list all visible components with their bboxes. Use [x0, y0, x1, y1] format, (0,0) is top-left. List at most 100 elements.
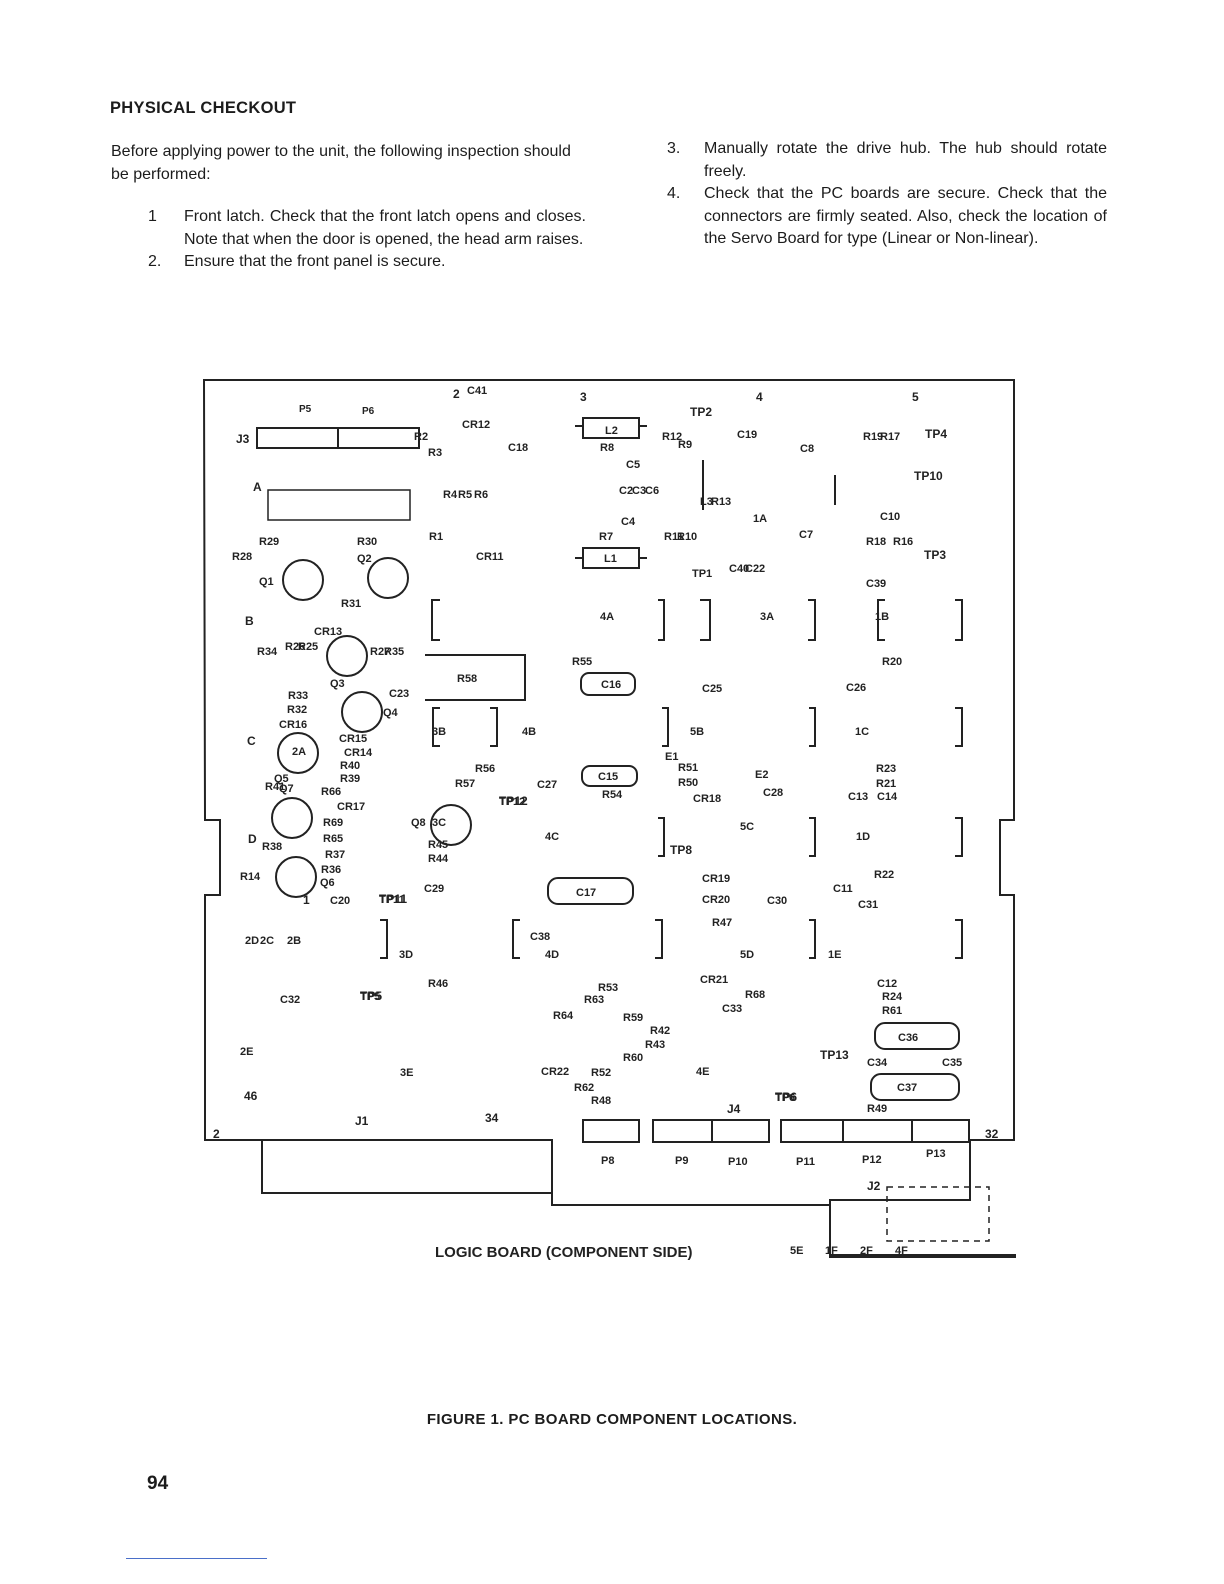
component-label: Q8: [411, 817, 426, 829]
component-label: R6: [474, 489, 488, 501]
component-label: C17: [576, 887, 596, 899]
l2-box: [582, 417, 640, 439]
component-label: C20: [330, 895, 350, 907]
component-label: 4A: [600, 611, 614, 623]
step-number: 1: [148, 208, 157, 225]
component-label: 1D: [856, 831, 870, 843]
component-label: R16: [893, 536, 913, 548]
component-label: R17: [880, 431, 900, 443]
component-label: C38: [530, 931, 550, 943]
component-label: R2: [414, 431, 428, 443]
component-label: R25: [298, 641, 318, 653]
component-label: C15: [598, 771, 618, 783]
test-point-label: TP8: [670, 843, 692, 857]
component-label: R36: [321, 864, 341, 876]
component-label: C18: [508, 442, 528, 454]
component-label: R37: [325, 849, 345, 861]
connector-label: J2: [867, 1179, 881, 1193]
row-marker: B: [245, 614, 254, 628]
component-label: R54: [602, 789, 623, 801]
row-marker: C: [247, 734, 256, 748]
component-label: R44: [428, 853, 449, 865]
component-label: C33: [722, 1003, 742, 1015]
component-label: R14: [240, 871, 261, 883]
c36-box: [874, 1022, 960, 1050]
component-label: R53: [598, 982, 618, 994]
r58-block: [425, 654, 526, 701]
component-label: R38: [262, 841, 282, 853]
p11-p13-connector: [780, 1119, 970, 1143]
component-label: R62: [574, 1082, 594, 1094]
test-point-label: TP3: [924, 548, 946, 562]
component-label: CR20: [702, 894, 730, 906]
component-label: CR14: [344, 747, 373, 759]
logic-board-diagram: 2 3 4 5 A B C D 1 J1 J2 J3 J4 P5 P6 P8 P…: [202, 379, 1016, 1261]
component-label: CR21: [700, 974, 728, 986]
component-label: CR11: [476, 551, 504, 563]
component-label: 1C: [855, 726, 869, 738]
step-3: 3. Manually rotate the drive hub. The hu…: [667, 138, 1107, 183]
component-label: R8: [600, 442, 614, 454]
component-label: R50: [678, 777, 698, 789]
board-step-lower: [261, 1140, 552, 1194]
left-column: Before applying power to the unit, the f…: [111, 141, 586, 274]
component-label: R19: [863, 431, 883, 443]
component-label: C8: [800, 443, 814, 455]
test-point-label: TP11: [379, 892, 407, 906]
component-label: R40: [340, 760, 360, 772]
component-label: R34: [257, 646, 278, 658]
component-label: R11: [664, 531, 684, 543]
component-label: C3: [632, 485, 646, 497]
component-label: CR22: [541, 1066, 569, 1078]
component-label: R45: [428, 839, 448, 851]
component-label: 2F: [860, 1245, 873, 1257]
component-label: C22: [745, 563, 765, 575]
right-column: 3. Manually rotate the drive hub. The hu…: [667, 138, 1107, 251]
component-label: C4: [621, 516, 636, 528]
row-marker: D: [248, 832, 257, 846]
test-point-label: TP13: [820, 1048, 849, 1062]
edge-number: 2: [213, 1127, 220, 1141]
component-label: R3: [428, 447, 442, 459]
component-label: C25: [702, 683, 722, 695]
component-label: C2: [619, 485, 633, 497]
component-label: 4F: [895, 1245, 908, 1257]
component-label: R4: [443, 489, 458, 501]
connector-label: J4: [727, 1102, 741, 1116]
component-label: 2B: [287, 935, 301, 947]
component-label: 4E: [696, 1066, 709, 1078]
c37-box: [870, 1073, 960, 1101]
component-label: C36: [898, 1032, 918, 1044]
component-label: R1: [429, 531, 443, 543]
component-label: L3: [700, 496, 713, 508]
component-label: R26: [285, 641, 305, 653]
connector-label: P6: [362, 406, 375, 417]
p8-connector: [582, 1119, 640, 1143]
component-label: R31: [341, 598, 361, 610]
connector-label: J1: [355, 1114, 369, 1128]
component-label: C7: [799, 529, 813, 541]
component-label: Q7: [279, 783, 294, 795]
component-label: C14: [877, 791, 898, 803]
q1-icon: [282, 559, 324, 601]
component-label: 4D: [545, 949, 559, 961]
component-label: R39: [340, 773, 360, 785]
connector-label: P13: [926, 1148, 946, 1160]
component-label: E1: [665, 751, 678, 763]
test-point-label: TP2: [690, 405, 712, 419]
figure-caption: FIGURE 1. PC BOARD COMPONENT LOCATIONS.: [426, 1411, 798, 1428]
component-label: R29: [259, 536, 279, 548]
component-label: R18: [866, 536, 886, 548]
component-label: R65: [323, 833, 343, 845]
component-label: R60: [623, 1052, 643, 1064]
component-label: R24: [882, 991, 903, 1003]
component-label: C26: [846, 682, 866, 694]
page-number: 94: [147, 1473, 169, 1494]
component-label: CR12: [462, 419, 490, 431]
column-marker: 2: [453, 387, 460, 401]
component-label: Q2: [357, 553, 372, 565]
connector-label: J3: [236, 432, 250, 446]
component-label: E2: [755, 769, 768, 781]
component-label: R68: [745, 989, 765, 1001]
